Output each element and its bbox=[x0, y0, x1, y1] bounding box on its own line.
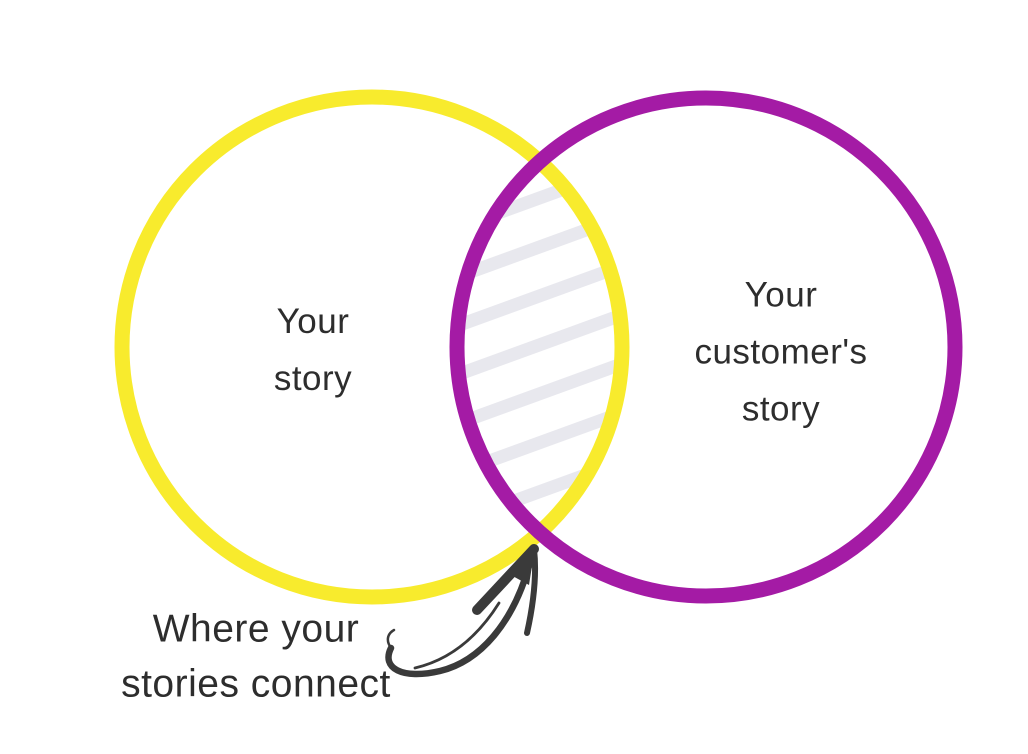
right-circle-label: Your customer's story bbox=[694, 266, 867, 437]
right-circle-label-line: customer's bbox=[694, 332, 868, 372]
venn-left-circle bbox=[114, 89, 630, 605]
annotation-text-line: stories connect bbox=[121, 662, 391, 705]
annotation-text: Where your stories connect bbox=[121, 602, 391, 711]
left-circle-label-line: story bbox=[273, 359, 353, 398]
left-circle-label: Your story bbox=[274, 293, 352, 407]
venn-right-circle bbox=[449, 90, 963, 604]
left-circle-label-line: Your bbox=[276, 301, 350, 341]
right-circle-label-line: story bbox=[741, 389, 821, 429]
right-circle-label-line: Your bbox=[744, 275, 818, 315]
annotation-text-line: Where your bbox=[152, 607, 360, 651]
annotation-arrow-icon bbox=[385, 544, 539, 678]
